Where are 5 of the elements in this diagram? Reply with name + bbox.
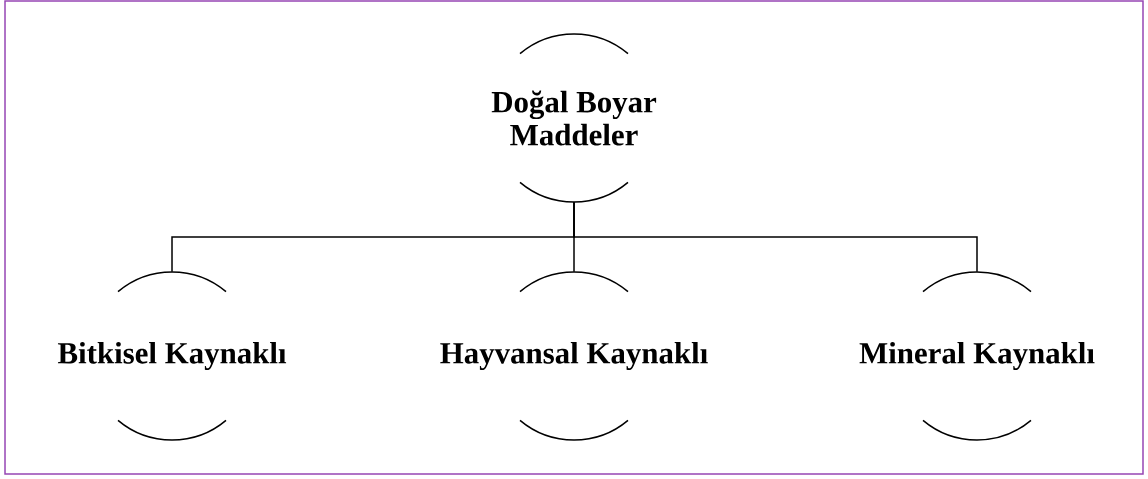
circle-node: Hayvansal Kaynaklı [440, 271, 708, 441]
connector [573, 201, 978, 273]
circle-node: Mineral Kaynaklı [859, 271, 1095, 441]
circle-node: Doğal Boyar Maddeler [491, 33, 657, 203]
circle-node: Bitkisel Kaynaklı [57, 271, 287, 441]
